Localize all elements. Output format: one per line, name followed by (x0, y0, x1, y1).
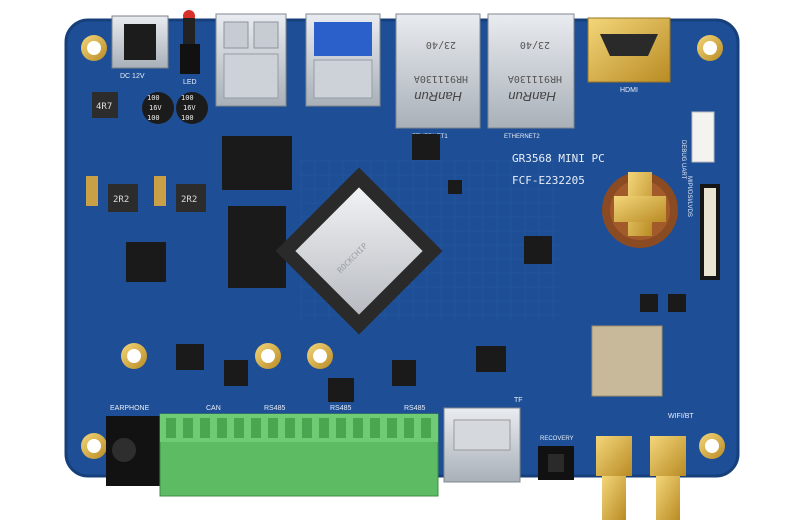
earphone-label: EARPHONE (110, 405, 150, 412)
terminal-screw (319, 418, 329, 438)
terminal-screw (336, 418, 346, 438)
cap-left-top: 100 (147, 94, 160, 102)
cap-left-bot: 100 (147, 114, 160, 122)
terminal-screw (217, 418, 227, 438)
hdmi-label: HDMI (620, 87, 638, 94)
ic-g (392, 360, 416, 386)
usb2-port (215, 13, 287, 107)
terminal-block: CAN RS485 RS485 RS485 (159, 405, 439, 497)
wifi-module (591, 325, 663, 397)
rj45-left-code: 23/40 (426, 39, 456, 50)
rj45-left-brand: HanRun (414, 89, 462, 104)
ic-b (412, 134, 440, 160)
model-label: GR3568 MINI PC (512, 152, 605, 165)
sma-antenna-2 (650, 436, 686, 520)
inductor-4r7: 4R7 (96, 102, 112, 112)
ethernet2-label: ETHERNET2 (504, 134, 540, 140)
power-section: 4R7 100 16V 100 100 16V 100 2R2 2R2 (86, 92, 208, 212)
led-label: LED (183, 79, 197, 86)
tf-label: TF (514, 397, 523, 404)
terminal-screw (353, 418, 363, 438)
inductor-2r2-right: 2R2 (181, 195, 197, 205)
terminal-screw (421, 418, 431, 438)
debug-uart-connector: DEBUG UART (680, 111, 715, 180)
terminal-screw (200, 418, 210, 438)
recovery-label: RECOVERY (540, 436, 574, 442)
mipi-fpc-connector: MIPI/DSI/LVDS (686, 176, 720, 280)
cap-right-top: 100 (181, 94, 194, 102)
sma-antenna-1 (596, 436, 632, 520)
usb3-port (305, 13, 381, 107)
rj45-right-brand: HanRun (508, 89, 556, 104)
rs485-a-label: RS485 (264, 405, 286, 412)
terminal-screw (183, 418, 193, 438)
hdmi-port: HDMI (587, 17, 671, 94)
led: LED (180, 10, 200, 86)
cap-right-bot: 100 (181, 114, 194, 122)
terminal-screw (370, 418, 380, 438)
pmic-chip (126, 242, 166, 282)
ic-j (668, 294, 686, 312)
rj45-left: 23/40 HR911130A HanRun ETHERNET1 (395, 13, 481, 140)
terminal-screw (302, 418, 312, 438)
fcc-label: FCF-E232205 (512, 174, 585, 187)
terminal-screw (285, 418, 295, 438)
tf-card-slot: TF (443, 397, 523, 483)
cap-left-mid: 16V (149, 104, 162, 112)
inductor-2r2-left: 2R2 (113, 195, 129, 205)
terminal-screws (166, 418, 431, 438)
ic-i (640, 294, 658, 312)
memory-chip-1 (222, 136, 292, 190)
mounting-holes (81, 35, 725, 459)
ic-h (448, 180, 462, 194)
soc: ROCKCHIP (275, 167, 443, 335)
ic-f (328, 378, 354, 402)
recovery-button: RECOVERY (538, 436, 574, 480)
ic-c (476, 346, 506, 372)
dc-label: DC 12V (120, 73, 145, 80)
ic-d (176, 344, 204, 370)
memory-chip-2 (228, 206, 286, 288)
terminal-screw (166, 418, 176, 438)
cap-right-mid: 16V (183, 104, 196, 112)
rs485-b-label: RS485 (330, 405, 352, 412)
wifi-bt-label: WIFI/BT (668, 413, 694, 420)
rj45-left-model: HR911130A (414, 73, 468, 84)
rtc-battery-holder (602, 172, 678, 248)
ic-e (224, 360, 248, 386)
rj45-right-code: 23/40 (520, 39, 550, 50)
terminal-screw (234, 418, 244, 438)
terminal-screw (404, 418, 414, 438)
debug-label: DEBUG UART (680, 140, 686, 180)
terminal-screw (251, 418, 261, 438)
earphone-jack: EARPHONE (106, 405, 162, 486)
rj45-right-model: HR911130A (508, 73, 562, 84)
mipi-label: MIPI/DSI/LVDS (686, 176, 692, 217)
dc-jack: DC 12V (111, 15, 169, 80)
ic-a (524, 236, 552, 264)
rj45-right: 23/40 HR911130A HanRun ETHERNET2 (487, 13, 575, 140)
rs485-c-label: RS485 (404, 405, 426, 412)
can-label: CAN (206, 405, 221, 412)
terminal-screw (268, 418, 278, 438)
terminal-screw (387, 418, 397, 438)
